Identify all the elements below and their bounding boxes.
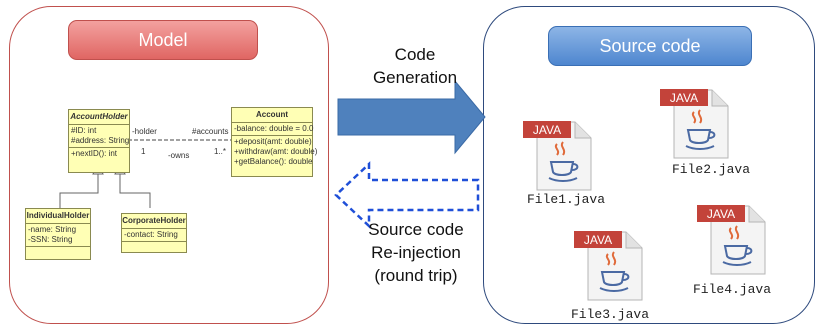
java-file-name: File2.java	[672, 162, 751, 177]
class-attribute: -contact: String	[124, 230, 178, 239]
association-name: -owns	[168, 151, 190, 160]
class-attribute: -SSN: String	[28, 235, 73, 244]
class-attribute: #ID: int	[71, 126, 97, 135]
uml-class-account: Account -balance: double = 0.0 +deposit(…	[231, 107, 318, 177]
coffee-cup-icon	[599, 251, 630, 292]
reinjection-label: Source code Re-injection (round trip)	[352, 218, 480, 287]
java-file-name: File4.java	[693, 282, 772, 297]
reinjection-line2: Re-injection	[371, 243, 461, 262]
individual-generalization-line	[59, 173, 99, 208]
class-name: AccountHolder	[69, 110, 129, 125]
java-file-icon[interactable]: JAVA	[660, 86, 732, 165]
class-name: CorporateHolder	[122, 214, 186, 229]
reinjection-arrow	[334, 161, 480, 229]
code-generation-label: Code Generation	[360, 43, 470, 89]
class-operation: +withdraw(amt: double)	[234, 147, 318, 156]
uml-class-corporateholder: CorporateHolder -contact: String	[121, 213, 187, 253]
uml-class-individualholder: IndividualHolder -name: String -SSN: Str…	[25, 208, 91, 260]
class-name: IndividualHolder	[26, 209, 90, 224]
uml-class-accountholder: AccountHolder #ID: int #address: String …	[68, 109, 130, 173]
coffee-cup-icon	[548, 141, 579, 182]
code-generation-line1: Code	[394, 45, 436, 64]
java-file-name: File3.java	[571, 307, 650, 322]
java-file-name: File1.java	[527, 192, 606, 207]
association-role-holder: -holder	[132, 127, 157, 136]
model-title: Model	[68, 20, 258, 60]
java-file-icon[interactable]: JAVA	[574, 228, 646, 307]
java-badge-text: JAVA	[670, 91, 698, 105]
coffee-cup-icon	[685, 109, 716, 150]
class-operation: +getBalance(): double	[234, 157, 313, 166]
association-role-accounts: #accounts	[192, 127, 229, 136]
java-file-icon[interactable]: JAVA	[523, 118, 595, 197]
association-multiplicity-left: 1	[141, 147, 146, 156]
code-generation-arrow	[337, 79, 486, 155]
reinjection-line1: Source code	[368, 220, 464, 239]
source-code-title: Source code	[548, 26, 752, 66]
java-badge-text: JAVA	[707, 207, 735, 221]
corporate-generalization-line	[119, 173, 151, 208]
association-multiplicity-right: 1..*	[214, 147, 227, 156]
class-attribute: #address: String	[71, 136, 130, 145]
class-name: Account	[232, 108, 312, 123]
java-file-icon[interactable]: JAVA	[697, 202, 769, 281]
coffee-cup-icon	[722, 225, 753, 266]
java-badge-text: JAVA	[533, 123, 561, 137]
code-generation-line2: Generation	[372, 68, 458, 87]
class-operation: +deposit(amt: double)	[234, 137, 312, 146]
reinjection-line3: (round trip)	[374, 266, 458, 285]
class-operation: +nextID(): int	[71, 149, 118, 158]
class-attribute: -name: String	[28, 225, 77, 234]
java-badge-text: JAVA	[584, 233, 612, 247]
class-attribute: -balance: double = 0.0	[234, 124, 314, 133]
